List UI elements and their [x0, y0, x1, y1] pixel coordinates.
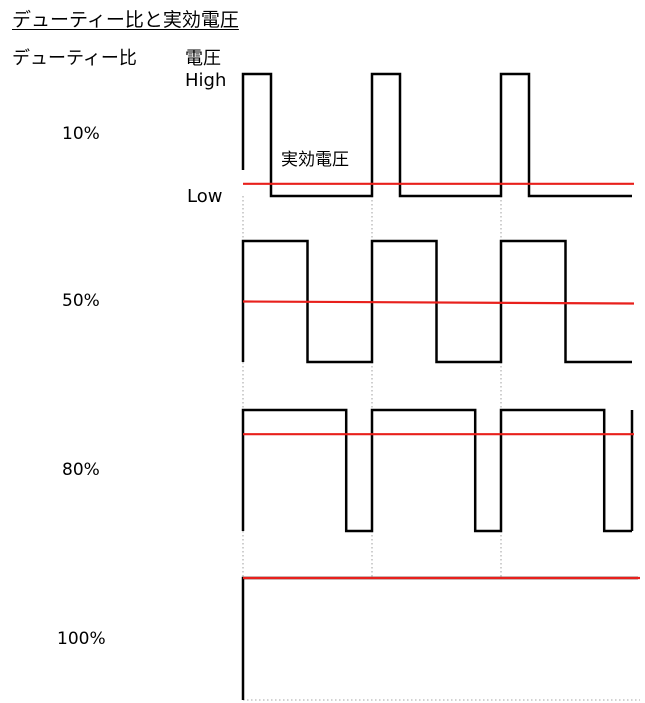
low-level-label: Low [187, 186, 223, 207]
effective-voltage-lines [242, 182, 640, 580]
duty-label-100: 100% [57, 629, 106, 649]
page-title: デューティー比と実効電圧 [12, 9, 239, 31]
period-dividers [242, 196, 640, 701]
duty-label-10: 10% [62, 124, 100, 144]
voltage-column-header: 電圧 [185, 48, 221, 69]
duty-label-80: 80% [62, 460, 100, 480]
duty-column-header: デューティー比 [12, 48, 137, 69]
effective-voltage-line-50pct [242, 300, 635, 305]
waveforms [241, 72, 638, 700]
waveform-50pct [241, 239, 632, 364]
duty-label-50: 50% [62, 291, 100, 311]
effective-voltage-label: 実効電圧 [281, 150, 349, 170]
high-level-label: High [185, 70, 227, 91]
waveform-10pct [241, 72, 632, 198]
waveform-80pct [241, 408, 632, 533]
waveform-100pct [241, 576, 638, 700]
